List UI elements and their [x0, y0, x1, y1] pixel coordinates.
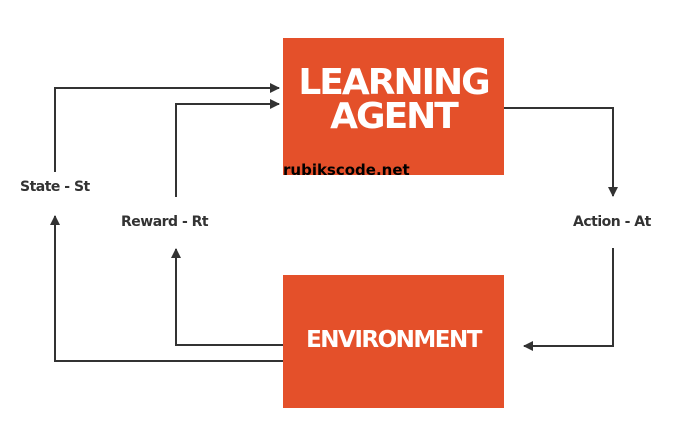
environment-box: ENVIRONMENT	[283, 275, 504, 408]
action-arrow-upper	[504, 107, 618, 197]
reward-arrow-upper	[175, 99, 280, 197]
state-arrow-lower	[50, 215, 283, 362]
learning-agent-box: LEARNING AGENT rubikscode.net	[283, 38, 504, 179]
agent-title-line1: LEARNING	[298, 62, 490, 103]
learning-agent-title: LEARNING AGENT	[283, 62, 504, 137]
state-label: State - St	[20, 179, 90, 195]
agent-title-line2: AGENT	[330, 96, 459, 137]
action-label: Action - At	[573, 214, 651, 230]
state-arrow-upper	[54, 83, 280, 172]
reward-arrow-lower	[171, 248, 283, 346]
watermark-text: rubikscode.net	[283, 161, 410, 179]
reward-label: Reward - Rt	[121, 214, 209, 230]
environment-title: ENVIRONMENT	[306, 327, 482, 353]
action-arrow-lower	[523, 248, 614, 351]
